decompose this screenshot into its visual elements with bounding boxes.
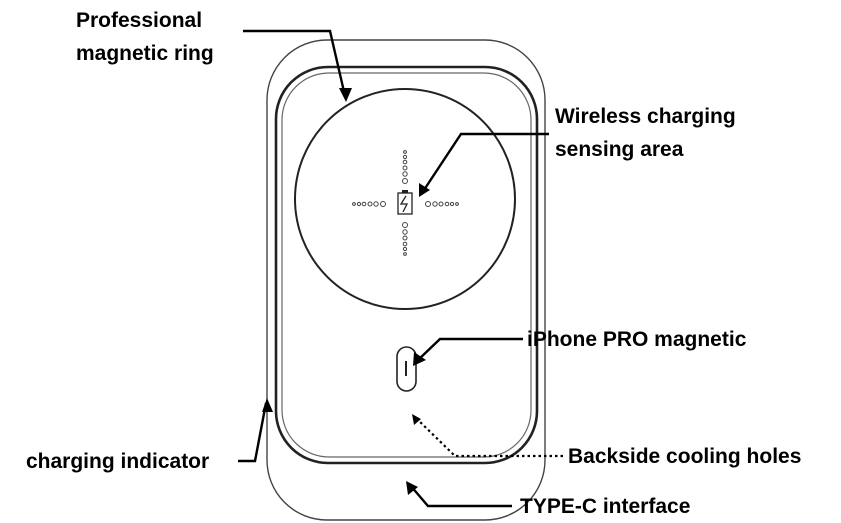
magnetic-ring (294, 88, 516, 310)
leader-charging-indicator (238, 402, 268, 463)
leader-cooling-holes (415, 417, 563, 458)
leader-iphone-magnetic (416, 337, 523, 362)
label-charging-indicator: charging indicator (26, 450, 210, 473)
label-sensing-area: Wireless charging sensing area (555, 100, 736, 166)
charging-icon (397, 190, 413, 215)
label-magnetic-ring: Professional magnetic ring (76, 4, 214, 70)
leader-type-c (409, 484, 512, 508)
label-sensing-area-line2: sensing area (555, 138, 684, 161)
label-sensing-area-line1: Wireless charging (555, 105, 736, 128)
device-bezel-inner (281, 72, 532, 458)
label-type-c: TYPE-C interface (520, 495, 691, 518)
iphone-magnet-slot (396, 346, 417, 392)
arrow-heads (262, 88, 430, 495)
label-magnetic-ring-line2: magnetic ring (76, 42, 214, 65)
device-body-outline (266, 39, 546, 521)
label-magnetic-ring-line1: Professional (76, 9, 203, 32)
leader-sensing-area (420, 132, 549, 194)
label-iphone-magnetic: iPhone PRO magnetic (527, 328, 747, 351)
leader-lines (238, 29, 563, 508)
leader-magnetic-ring (243, 29, 347, 97)
sensing-dots (352, 150, 459, 256)
label-cooling-holes: Backside cooling holes (568, 445, 802, 468)
device-bezel-outer (274, 65, 539, 465)
